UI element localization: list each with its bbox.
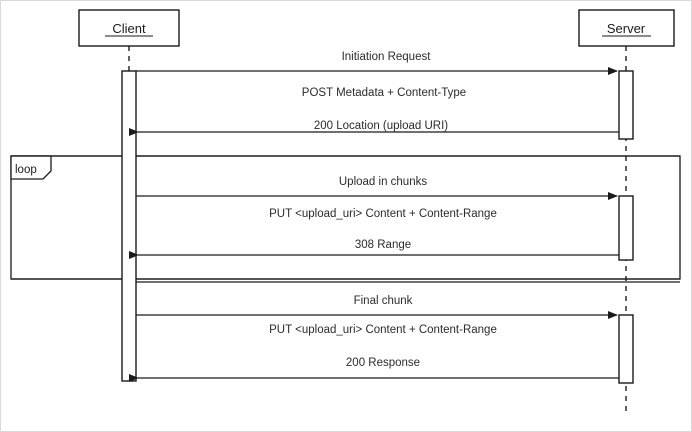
- activation-bars-group: [121, 70, 634, 384]
- message-label-200-response: 200 Response: [346, 357, 420, 369]
- group-label-initiation-request: Initiation Request: [342, 51, 432, 63]
- message-labels: POST Metadata + Content-Type 200 Locatio…: [269, 87, 497, 369]
- loop-fragment-operator: loop: [15, 164, 37, 176]
- activation-bar-server-2: [618, 195, 634, 261]
- participant-box-client: [78, 9, 180, 47]
- group-label-final-chunk: Final chunk: [354, 295, 413, 307]
- activation-bar-server-1: [618, 70, 634, 140]
- message-label-put-final-chunk: PUT <upload_uri> Content + Content-Range: [269, 324, 497, 336]
- participant-box-server: [578, 9, 675, 47]
- group-labels: Initiation Request Upload in chunks Fina…: [339, 51, 431, 307]
- participant-client[interactable]: Client: [78, 9, 180, 47]
- message-label-post-metadata: POST Metadata + Content-Type: [302, 87, 466, 99]
- group-label-upload-in-chunks: Upload in chunks: [339, 176, 427, 188]
- message-label-308-range: 308 Range: [355, 239, 411, 251]
- activation-bar-server-3: [618, 314, 634, 384]
- participant-server[interactable]: Server: [578, 9, 675, 47]
- message-label-put-chunk: PUT <upload_uri> Content + Content-Range: [269, 208, 497, 220]
- participant-label-client: Client: [112, 21, 146, 36]
- participant-label-server: Server: [607, 21, 646, 36]
- message-label-200-location: 200 Location (upload URI): [314, 120, 448, 132]
- messages-group: [129, 67, 619, 382]
- activation-bar-client: [121, 70, 137, 382]
